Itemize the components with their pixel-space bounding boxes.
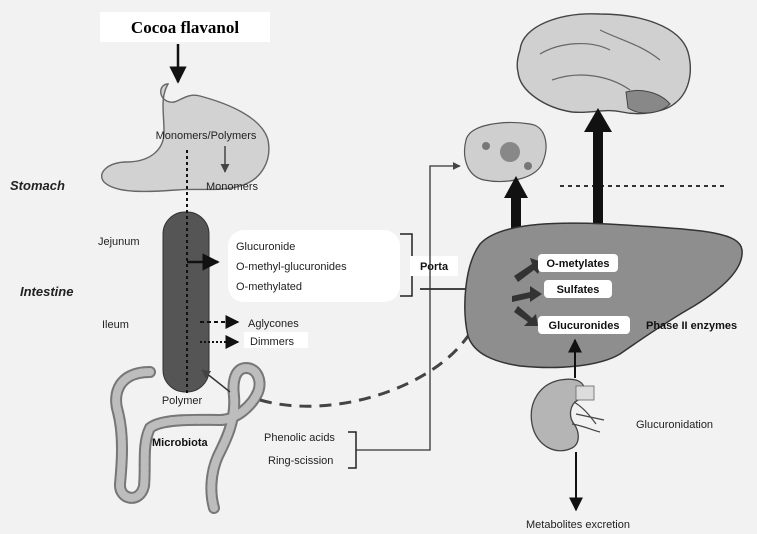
cell-icon [465,123,546,182]
intestine-region-label: Intestine [20,284,73,299]
metabolites-excretion-label: Metabolites excretion [526,519,630,531]
microbiota-label: Microbiota [152,437,208,449]
phase2-enzymes-label: Phase II enzymes [646,320,737,332]
microbiota-brace [348,432,356,468]
conjugate-glucuronide: Glucuronide [236,241,295,253]
phenolic-acids-label: Phenolic acids [264,432,335,444]
glucuronidation-label: Glucuronidation [636,419,713,431]
stomach-region-label: Stomach [10,178,65,193]
conjugate-o-methyl-glucuronides: O-methyl-glucuronides [236,261,347,273]
brain-icon [517,14,690,114]
sulfates-label: Sulfates [557,284,600,296]
conjugate-o-methylated: O-methylated [236,281,302,293]
polymer-label: Polymer [162,395,203,407]
glucuronides-label: Glucuronides [549,320,620,332]
aglycones-label: Aglycones [248,318,299,330]
kidney-icon [531,379,604,450]
monomers-label: Monomers [206,181,258,193]
to-cell-arrow [356,166,460,450]
ring-scission-label: Ring-scission [268,455,333,467]
jejunum-label: Jejunum [98,236,140,248]
diagram-title: Cocoa flavanol [131,18,239,37]
porta-label: Porta [420,261,449,273]
monomers-polymers-label: Monomers/Polymers [156,130,257,142]
dimmers-label: Dimmers [250,336,294,348]
ileum-label: Ileum [102,319,129,331]
o-metylates-label: O-metylates [547,258,610,270]
